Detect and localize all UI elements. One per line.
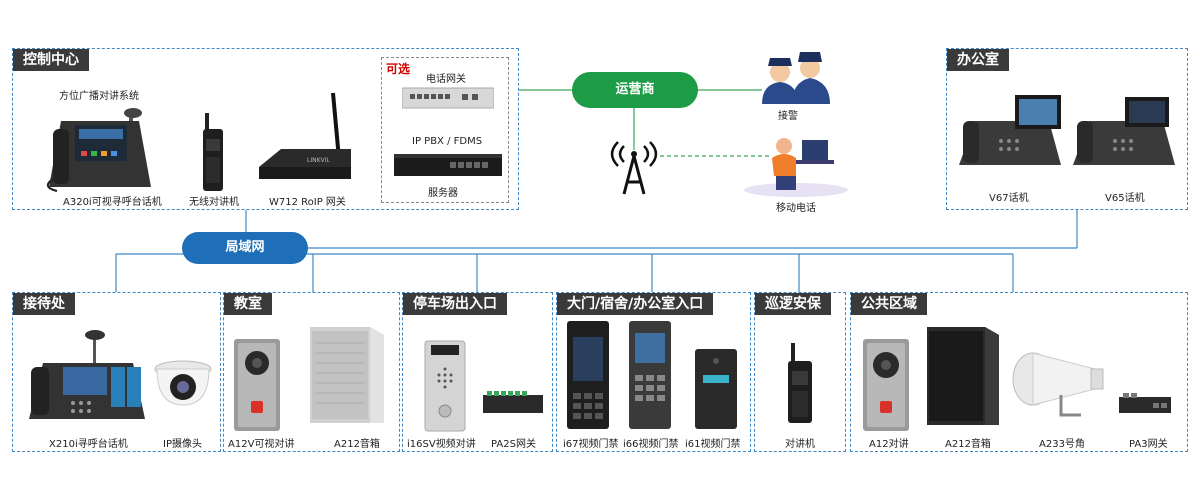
i66-door-phone-icon [627,319,673,435]
pa3-gateway-icon [1117,391,1173,421]
i61-label: i61视频门禁 [685,439,741,450]
office-panel: 办公室 V67话机 V65话机 [946,48,1188,210]
pa2s-label: PA2S网关 [491,439,536,450]
a12-intercom-icon [861,337,911,437]
phone-gateway-icon [401,84,495,116]
reception-title: 接待处 [13,293,75,315]
i66-label: i66视频门禁 [623,439,679,450]
patrol-walkie-talkie-icon [785,343,815,431]
a212-speaker-icon [306,323,388,431]
parking-title: 停车场出入口 [403,293,507,315]
i16sv-label: i16SV视频对讲 [407,439,476,450]
a12-label: A12对讲 [869,439,909,450]
lan-hub: 局域网 [182,232,308,264]
x210i-phone-icon [23,327,151,431]
a212-black-speaker-icon [923,323,1003,433]
public-area-title: 公共区域 [851,293,927,315]
phone-gateway-label: 电话网关 [426,74,466,85]
gates-title: 大门/宿舍/办公室入口 [557,293,714,315]
a12v-intercom-icon [232,337,282,437]
server-label: 服务器 [428,188,458,199]
ip-camera-label: IP摄像头 [163,439,202,450]
a212-label-public: A212音箱 [945,439,991,450]
classroom-panel: 教室 A12V可视对讲 A212音箱 [223,292,400,452]
v65-label: V65话机 [1105,193,1145,204]
a320i-label: A320i可视寻呼台话机 [63,197,162,208]
public-area-panel: 公共区域 A12对讲 A212音箱 A233号角 PA3网关 [850,292,1188,452]
x210i-label: X210i寻呼台话机 [49,439,128,450]
a320i-desk-phone-icon [39,99,167,198]
i61-door-phone-icon [693,347,739,435]
pa2s-gateway-icon [481,389,545,421]
v67-phone-icon [953,91,1063,175]
a233-horn-icon [1011,345,1107,425]
v65-phone-icon [1067,91,1177,175]
patrol-title: 巡逻安保 [755,293,831,315]
patrol-walkie-label: 对讲机 [785,439,815,450]
ip-camera-icon [153,353,213,417]
optional-panel: 可选 电话网关 IP PBX / FDMS 服务器 [381,57,509,203]
a12v-label: A12V可视对讲 [228,439,295,450]
server-icon [394,150,502,184]
ip-pbx-label: IP PBX / FDMS [412,136,483,147]
parking-panel: 停车场出入口 i16SV视频对讲 PA2S网关 [402,292,553,452]
police-label: 接警 [778,111,798,122]
carrier-hub: 运营商 [572,72,698,108]
patrol-panel: 巡逻安保 对讲机 [754,292,846,452]
pa3-label: PA3网关 [1129,439,1168,450]
v67-label: V67话机 [989,193,1029,204]
control-center-title: 控制中心 [13,49,89,71]
w712-label: W712 RoIP 网关 [269,197,346,208]
office-title: 办公室 [947,49,1009,71]
walkie-talkie-icon [200,113,226,197]
gates-panel: 大门/宿舍/办公室入口 i67视频门禁 i66视频门禁 i61视频门禁 [556,292,751,452]
reception-panel: 接待处 X210i寻呼台话机 IP摄像头 [12,292,221,452]
police-officers-icon [758,48,832,110]
a212-label-classroom: A212音箱 [334,439,380,450]
optional-label: 可选 [386,62,411,76]
mobile-label: 移动电话 [776,203,816,214]
w712-roip-gateway-icon: LINKVIL [251,91,361,190]
control-center-panel: 控制中心 方位广播对讲系统 LINKVIL [12,48,519,210]
i67-label: i67视频门禁 [563,439,619,450]
broadcast-system-label: 方位广播对讲系统 [59,91,139,102]
walkie-talkie-label: 无线对讲机 [189,197,239,208]
mobile-user-icon [740,132,852,202]
i67-door-phone-icon [565,319,611,435]
cell-tower-icon [606,140,662,200]
a233-label: A233号角 [1039,439,1085,450]
i16sv-intercom-icon [423,339,467,437]
classroom-title: 教室 [224,293,272,315]
svg-text:LINKVIL: LINKVIL [307,157,330,164]
